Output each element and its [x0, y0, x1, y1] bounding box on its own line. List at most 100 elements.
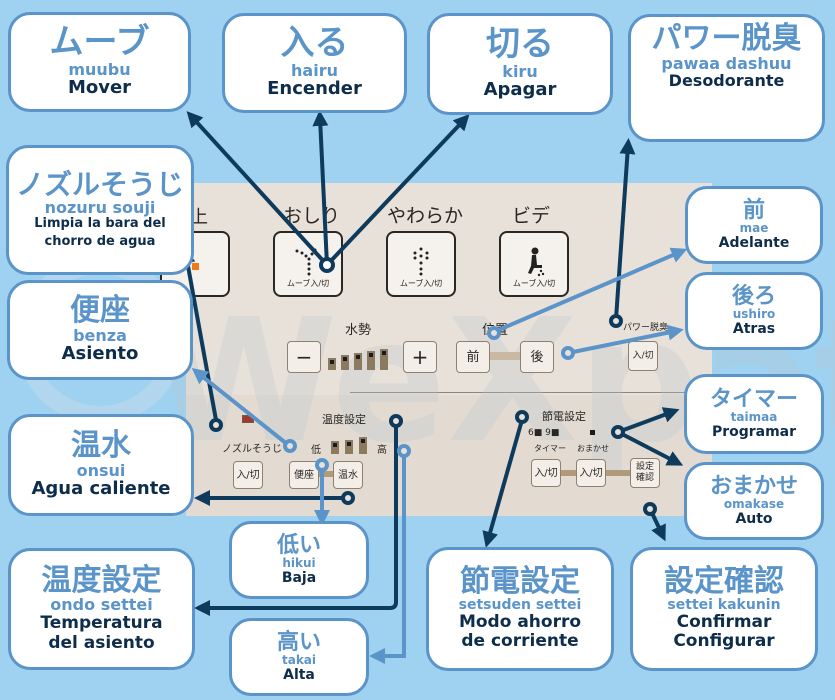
card-takai-jp: 高い [276, 629, 321, 655]
panel-label-nozzle: ノズルそうじ [222, 444, 282, 455]
card-hairu-jp: 入る [280, 23, 349, 64]
card-ondo-settei: 温度設定 ondo settei Temperatura del asiento [8, 548, 195, 670]
card-pawaa-dashuu-romaji: pawaa dashuu [661, 53, 792, 73]
arrow-to-kiru [325, 114, 470, 267]
card-muubu-es: Mover [67, 77, 132, 99]
card-nozuru-souji-romaji: nozuru souji [44, 197, 156, 217]
omakase-indicator [590, 430, 595, 435]
bidet-seated-person-icon [528, 247, 545, 277]
card-nozuru-souji: ノズルそうじ nozuru souji Limpia la bara del c… [6, 145, 194, 275]
temp-connector [319, 471, 333, 477]
card-benza-jp: 便座 [70, 293, 130, 329]
arrow-to-pawaa-dashuu [614, 138, 636, 320]
oshiri-anchor-dot [319, 257, 335, 273]
yawaraka-button[interactable]: ムーブ入/切 [386, 231, 456, 297]
card-settei-kakunin-jp: 設定確認 [664, 564, 784, 599]
card-benza-es: Asiento [61, 343, 139, 365]
card-muubu-romaji: muubu [68, 59, 131, 79]
card-kiru-romaji: kiru [502, 61, 538, 81]
card-benza: 便座 benza Asiento [7, 280, 193, 380]
card-ushiro: 後ろ ushiro Atras [685, 272, 823, 350]
card-omakase: おまかせ omakase Auto [684, 462, 824, 540]
card-mae-jp: 前 [742, 197, 765, 223]
arrow-to-taimaa [617, 407, 680, 434]
arrow-to-settei-kakunin [650, 512, 666, 542]
card-pawaa-dashuu: パワー脱臭 pawaa dashuu Desodorante [628, 14, 825, 142]
card-onsui-romaji: onsui [76, 460, 126, 480]
temperature-bar-1 [331, 441, 339, 454]
soft-spray-icon [413, 247, 429, 276]
position-forward-button[interactable]: 前 [456, 341, 490, 373]
card-settei-kakunin-es-1: Confirmar [676, 611, 772, 632]
nozzle-clean-onoff-button[interactable]: 入/切 [233, 461, 263, 489]
card-mae-es: Adelante [718, 235, 790, 252]
kakunin-anchor-dot [643, 502, 657, 516]
oshiri-move-label: ムーブ入/切 [286, 279, 330, 288]
card-onsui: 温水 onsui Agua caliente [8, 414, 194, 516]
card-hairu: 入る hairu Encender [222, 13, 407, 113]
card-setsuden-settei: 節電設定 setsuden settei Modo ahorro de corr… [426, 547, 614, 671]
panel-divider [350, 392, 712, 393]
setsuden-connector-2 [606, 470, 630, 476]
card-onsui-jp: 温水 [71, 428, 131, 464]
card-hikui-es: Baja [281, 570, 317, 587]
arrow-to-hairu [312, 110, 329, 266]
card-setsuden-settei-es-1: Modo ahorro [458, 611, 582, 632]
card-ondo-settei-romaji: ondo settei [50, 595, 153, 615]
panel-label-up: 上 [190, 207, 208, 228]
setsuden-anchor-dot [515, 410, 529, 424]
card-muubu: ムーブ muubu Mover [8, 12, 191, 112]
card-hikui-romaji: hikui [282, 555, 316, 570]
arrow-to-nozuru-souji [179, 247, 218, 421]
card-ondo-settei-jp: 温度設定 [41, 562, 162, 598]
settings-confirm-button[interactable]: 設定 確認 [630, 458, 660, 488]
timer-hours-label: 6■ 9■ [528, 428, 560, 438]
power-deodor-onoff-button[interactable]: 入/切 [628, 341, 658, 371]
card-pawaa-dashuu-jp: パワー脱臭 [651, 21, 802, 56]
card-taimaa-es: Programar [711, 424, 797, 441]
water-pressure-plus-button[interactable]: + [403, 341, 437, 373]
timer-onoff-button[interactable]: 入/切 [531, 459, 561, 487]
ushiro-anchor-dot [561, 346, 575, 360]
card-mae: 前 mae Adelante [685, 186, 823, 264]
card-settei-kakunin-es-2: Configurar [673, 631, 775, 652]
card-hairu-romaji: hairu [291, 60, 338, 80]
card-omakase-es: Auto [735, 511, 773, 528]
water-pressure-bar-5 [380, 349, 388, 370]
bidet-button[interactable]: ムーブ入/切 [499, 231, 569, 297]
water-temp-button[interactable]: 温水 [333, 461, 363, 489]
card-hairu-es: Encender [267, 78, 362, 100]
mae-anchor-dot [487, 326, 501, 340]
panel-label-setsuden: 節電設定 [542, 410, 586, 423]
panel-lower-section [186, 395, 712, 516]
omakase-onoff-button[interactable]: 入/切 [576, 459, 606, 487]
card-nozuru-souji-jp: ノズルそうじ [15, 167, 184, 201]
ondo-anchor-dot [389, 414, 403, 428]
panel-label-power-deodor: パワー脱臭 [623, 323, 669, 333]
card-ushiro-jp: 後ろ [731, 283, 776, 309]
card-onsui-es: Agua caliente [31, 478, 171, 500]
stop-indicator-light [192, 263, 199, 270]
card-mae-romaji: mae [739, 220, 769, 235]
card-setsuden-settei-romaji: setsuden settei [458, 596, 582, 613]
power-deodor-anchor-dot [609, 314, 623, 328]
arrow-to-omakase [617, 430, 684, 466]
panel-label-low: 低 [311, 445, 321, 456]
card-setsuden-settei-jp: 節電設定 [460, 564, 580, 599]
water-pressure-minus-button[interactable]: − [287, 341, 321, 373]
position-backward-button[interactable]: 後 [520, 341, 554, 373]
position-slider-track [490, 352, 520, 360]
card-nozuru-souji-es-1: Limpia la bara del [34, 215, 166, 231]
panel-label-yawaraka: やわらか [387, 205, 464, 227]
seat-temp-button[interactable]: 便座 [289, 461, 319, 489]
water-pressure-bar-3 [354, 353, 362, 370]
rear-wash-spray-icon [295, 248, 317, 276]
arrow-to-ushiro [567, 324, 684, 355]
card-ushiro-es: Atras [732, 321, 776, 338]
card-settei-kakunin: 設定確認 settei kakunin Confirmar Configurar [630, 547, 818, 671]
arrow-to-muubu [186, 111, 329, 267]
settings-confirm-line1: 設定 [635, 462, 654, 472]
bidet-move-label: ムーブ入/切 [512, 279, 556, 288]
benza-anchor-dot [283, 439, 297, 453]
